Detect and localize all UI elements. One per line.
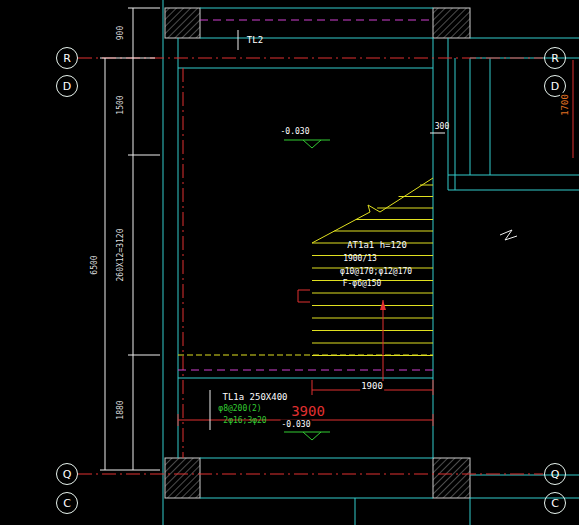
annotation-text: 1900/13 [343,254,377,263]
grid-bubble: C [544,492,566,514]
grid-bubble: R [56,47,78,69]
annotation-text: TL2 [247,35,263,45]
annotation-text: 2φ16;3φ20 [223,416,266,425]
stair-tread [312,330,433,331]
grid-label: C [63,497,71,510]
stair-tread [312,293,433,294]
annotation-text: F-φ6@150 [343,279,382,288]
grid-label: D [551,80,559,93]
dimension-text: 1700 [560,93,570,117]
annotation-text: AT1a1 h=120 [347,240,407,250]
grid-label: D [63,80,71,93]
grid-label: R [63,52,71,65]
dimension-text: 1880 [116,399,125,420]
stair-tread [312,343,433,344]
dimension-text: 1500 [116,94,125,115]
stair-tread [312,305,433,306]
grid-label: R [551,52,559,65]
stair-tread [312,318,433,319]
annotation-text: 1900 [360,381,384,391]
annotation-text: -0.030 [281,420,312,429]
grid-label: Q [63,468,72,481]
annotation-text: 3900 [290,404,326,419]
grid-bubble: R [544,47,566,69]
grid-label: Q [551,468,560,481]
annotation-text: φ8@200(2) [218,404,261,413]
grid-bubble: Q [544,463,566,485]
annotation-text: -0.030 [281,127,310,136]
dimension-text: 260X12=3120 [116,228,125,283]
annotation-text: φ10@170;φ12@170 [340,267,412,276]
annotation-text: 300 [435,122,449,131]
stair-tread [312,355,433,356]
stair-tread [356,219,433,220]
grid-bubble: C [56,492,78,514]
grid-bubble: D [56,75,78,97]
stair-tread [334,231,433,232]
dimension-text: 900 [116,25,125,41]
grid-bubble: Q [56,463,78,485]
grid-label: C [551,497,559,510]
annotation-text: TL1a 250X400 [222,392,287,402]
dimension-text: 6500 [90,254,99,275]
